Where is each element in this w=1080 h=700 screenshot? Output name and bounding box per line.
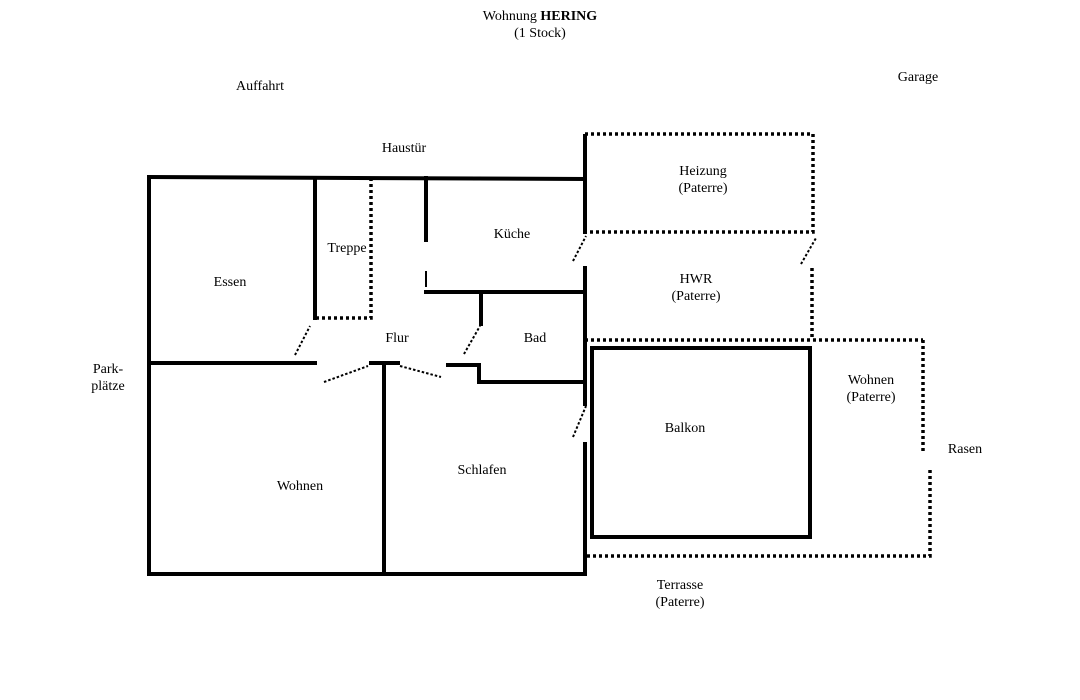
heizung-outline	[585, 132, 815, 234]
room-bad: Bad	[523, 331, 547, 346]
balkon-outline	[590, 346, 812, 539]
wohnen-paterre-line-1: Wohnen	[847, 373, 895, 388]
dotted-outlines	[315, 132, 932, 558]
door-heizung-hwr	[800, 237, 817, 265]
heizung-line-2: (Paterre)	[678, 181, 728, 196]
door-schlafen-balkon	[572, 405, 587, 438]
heizung-line-1: Heizung	[679, 164, 727, 179]
door-kueche-hwr	[572, 235, 587, 262]
door-essen	[294, 325, 311, 356]
room-flur: Flur	[385, 331, 409, 346]
wall-top-left	[146, 174, 588, 182]
page-title: Wohnung HERING (1 Stock)	[483, 8, 597, 42]
room-balkon: Balkon	[664, 421, 706, 436]
room-wohnen: Wohnen	[276, 479, 324, 494]
title-prefix: Wohnung	[482, 9, 537, 24]
title-line: Wohnung HERING	[483, 8, 597, 25]
room-kueche: Küche	[493, 227, 531, 242]
title-name: HERING	[540, 9, 598, 24]
label-auffahrt: Auffahrt	[236, 79, 284, 94]
room-wohnen-paterre: Wohnen (Paterre)	[847, 372, 896, 406]
wohnen-paterre-right-lower	[585, 470, 932, 558]
label-parkplaetze: Park- plätze	[91, 361, 124, 395]
label-haustuer: Haustür	[381, 141, 427, 156]
doors	[294, 235, 817, 438]
room-hwr: HWR (Paterre)	[672, 271, 721, 305]
parkplaetze-line-2: plätze	[91, 379, 125, 394]
wall-bad-bottom	[446, 363, 587, 384]
room-essen: Essen	[213, 275, 247, 290]
door-wohnen	[323, 365, 369, 383]
treppe-outline	[315, 178, 373, 320]
terrasse-line-1: Terrasse	[656, 578, 704, 593]
room-treppe: Treppe	[327, 241, 367, 256]
room-schlafen: Schlafen	[457, 463, 507, 478]
label-rasen: Rasen	[947, 442, 983, 457]
label-terrasse: Terrasse (Paterre)	[656, 577, 705, 611]
room-heizung: Heizung (Paterre)	[679, 163, 728, 197]
door-bad	[463, 325, 481, 355]
title-subtitle: (1 Stock)	[514, 26, 566, 41]
parkplaetze-line-1: Park-	[92, 362, 124, 377]
terrasse-line-2: (Paterre)	[655, 595, 705, 610]
door-schlafen	[399, 365, 442, 378]
label-garage: Garage	[897, 70, 939, 85]
hwr-line-2: (Paterre)	[671, 289, 721, 304]
wohnen-paterre-line-2: (Paterre)	[846, 390, 896, 405]
hwr-line-1: HWR	[679, 272, 713, 287]
walls	[146, 134, 812, 576]
